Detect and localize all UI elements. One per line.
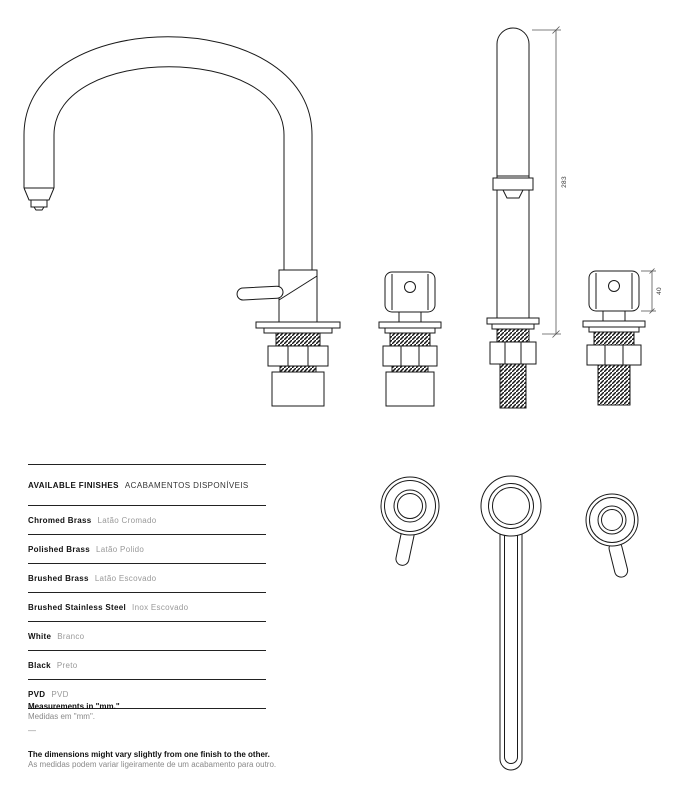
spout-height-label: 283: [561, 176, 568, 188]
valve-nut: [382, 345, 438, 367]
finish-row: Brushed Brass Latão Escovado: [28, 564, 266, 593]
measurements-note-pt: Medidas em "mm".: [28, 712, 96, 721]
finish-name-en: PVD: [28, 689, 46, 699]
footnotes: Measurements in "mm." Medidas em "mm". —…: [28, 702, 358, 770]
finish-name-pt: Branco: [57, 631, 85, 641]
finish-row: White Branco: [28, 622, 266, 651]
notes-divider: —: [28, 726, 36, 735]
finish-name-en: White: [28, 631, 52, 641]
base-flange: [255, 321, 341, 334]
finish-name-pt: Latão Cromado: [97, 515, 157, 525]
finish-name-pt: Latão Escovado: [94, 573, 157, 583]
valve-top-view-left: [380, 476, 440, 566]
faucet-front-view: [486, 27, 540, 409]
faucet-side-view: [23, 36, 341, 407]
threaded-shank: [597, 364, 631, 406]
finish-name-en: Polished Brass: [28, 544, 91, 554]
gooseneck-spout: [23, 36, 313, 270]
finish-name-en: Chromed Brass: [28, 515, 92, 525]
riser-tube: [496, 27, 530, 190]
handle-screw: [404, 281, 416, 293]
top-views: [380, 475, 639, 771]
mixer-body: [278, 269, 318, 323]
finishes-header-en: AVAILABLE FINISHES: [28, 480, 119, 490]
aerator: [30, 199, 48, 208]
finish-row: Black Preto: [28, 651, 266, 680]
measurements-note-en: Measurements in "mm.": [28, 702, 120, 711]
variance-note-en: The dimensions might vary slightly from …: [28, 750, 270, 759]
valve-bracket: [385, 371, 435, 407]
spout-tail: [499, 527, 523, 771]
dimension-spout-height: 283: [532, 26, 568, 338]
finish-name-pt: Inox Escovado: [132, 602, 189, 612]
handle-screw: [608, 280, 620, 292]
mounting-hardware: [267, 332, 329, 407]
spout-top-view: [480, 475, 542, 771]
finishes-table: AVAILABLE FINISHES ACABAMENTOS DISPONÍVE…: [28, 464, 266, 709]
finish-row: Polished Brass Latão Polido: [28, 535, 266, 564]
finish-name-pt: Latão Polido: [96, 544, 145, 554]
finish-row: Chromed Brass Latão Cromado: [28, 506, 266, 535]
finish-row: PVD PVD: [28, 680, 266, 709]
mounting-nut: [267, 345, 329, 367]
finish-name-en: Brushed Brass: [28, 573, 89, 583]
front-nut: [489, 341, 537, 365]
valve-front-view-2: [582, 270, 646, 406]
finish-name-pt: Preto: [56, 660, 78, 670]
valve-nut: [586, 344, 642, 366]
handle-lever: [236, 285, 284, 301]
handle-height-label: 40: [656, 287, 663, 295]
finishes-header-pt: ACABAMENTOS DISPONÍVEIS: [124, 480, 249, 490]
finish-name-en: Black: [28, 660, 51, 670]
mounting-bracket: [271, 371, 325, 407]
valve-top-view-right: [585, 493, 639, 578]
finish-row: Brushed Stainless Steel Inox Escovado: [28, 593, 266, 622]
finish-name-en: Brushed Stainless Steel: [28, 602, 127, 612]
spout-collar: [492, 177, 534, 191]
finish-name-pt: PVD: [51, 689, 69, 699]
variance-note-pt: As medidas podem variar ligeiramente de …: [28, 760, 277, 769]
dimension-handle-height: 40: [641, 268, 663, 314]
threaded-shank: [499, 363, 527, 409]
valve-front-view-1: [378, 271, 442, 407]
finishes-table-header: AVAILABLE FINISHES ACABAMENTOS DISPONÍVE…: [28, 464, 266, 506]
